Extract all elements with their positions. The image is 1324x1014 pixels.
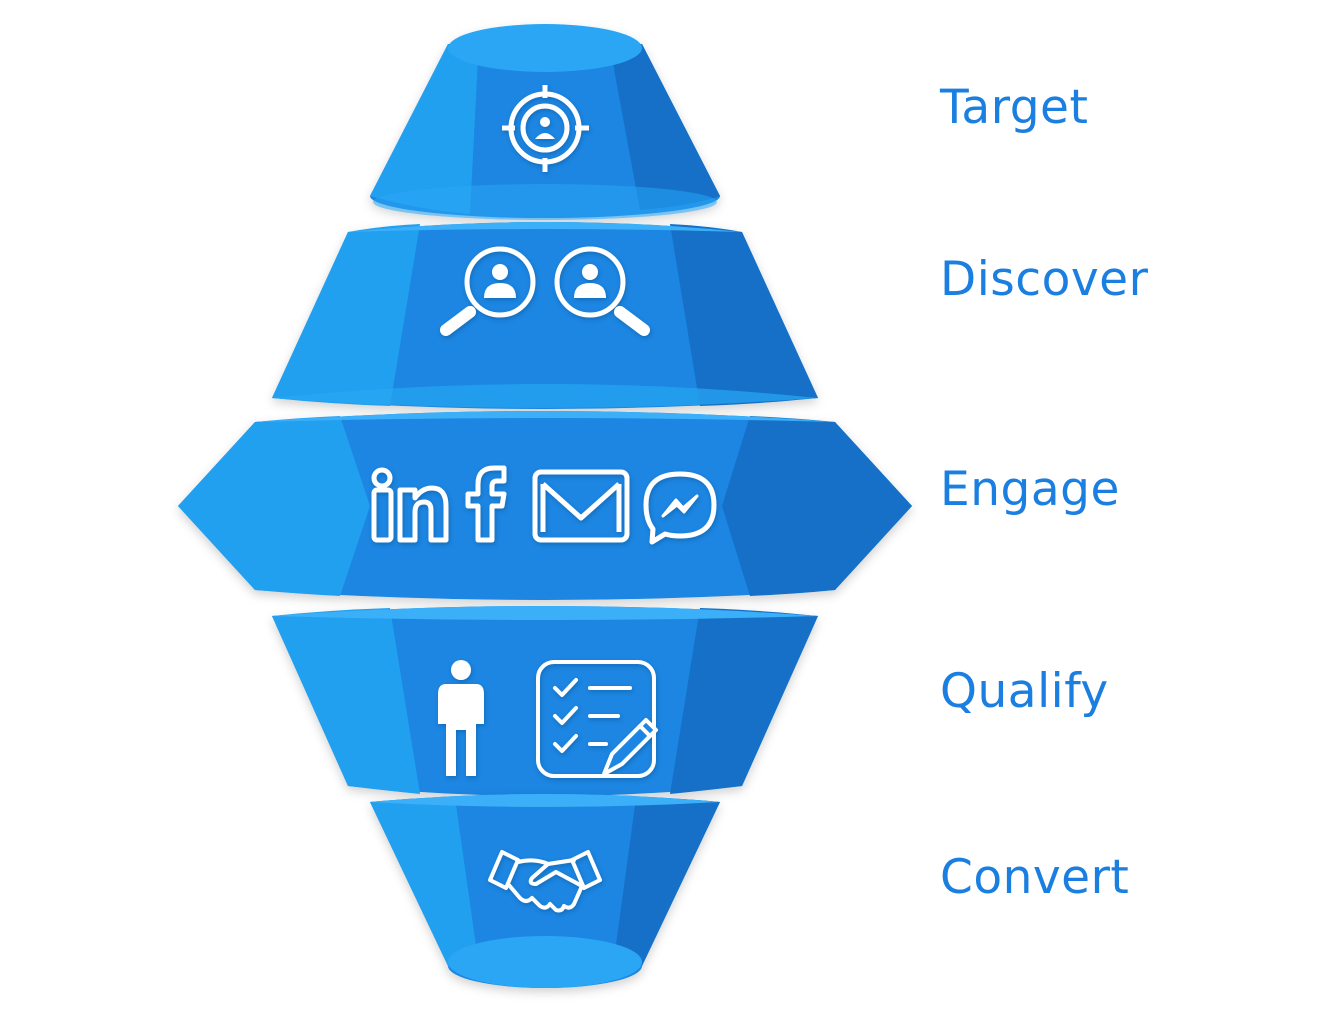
target-person-icon: [502, 85, 589, 172]
stage-label-qualify: Qualify: [940, 664, 1109, 719]
stage-label-engage: Engage: [940, 462, 1120, 517]
stage-label-discover: Discover: [940, 252, 1149, 307]
search-people-icon: [440, 246, 650, 336]
facebook-icon: [465, 465, 507, 543]
tier-convert: [370, 794, 720, 988]
engage-icons: [371, 465, 717, 545]
email-icon: [532, 469, 630, 543]
stage-label-convert: Convert: [940, 850, 1130, 905]
checklist-icon: [536, 660, 658, 778]
person-icon: [438, 660, 484, 776]
stage-label-target: Target: [940, 80, 1089, 135]
linkedin-icon: [371, 467, 449, 543]
handshake-icon: [488, 850, 602, 913]
tier-qualify: [272, 606, 818, 796]
tier-target: [370, 24, 720, 220]
tier-discover: [272, 222, 818, 409]
messenger-icon: [643, 471, 717, 545]
qualify-icons: [438, 660, 658, 778]
